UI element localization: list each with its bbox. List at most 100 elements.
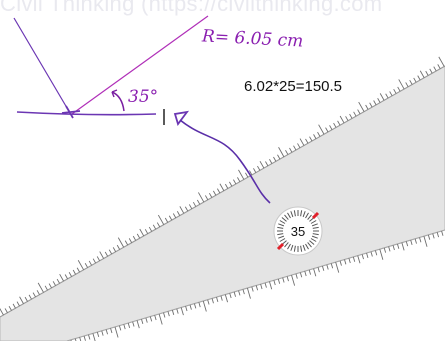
baseline — [16, 111, 157, 116]
ruler-tick — [233, 179, 237, 185]
ruler-tick — [339, 260, 342, 266]
ruler-tick — [64, 274, 68, 280]
ruler-tick — [176, 308, 179, 314]
ruler-tick — [278, 147, 285, 158]
ruler-tick — [326, 264, 329, 270]
ruler-tick — [92, 258, 97, 264]
ruler-tick — [345, 116, 349, 121]
ruler-tick — [88, 334, 91, 340]
ruler-tick — [128, 238, 133, 243]
ruler-tick — [385, 93, 389, 99]
ruler-tick — [88, 260, 93, 266]
ruler-tick — [438, 56, 445, 67]
dial-tick — [287, 243, 291, 250]
ruler-tick — [369, 102, 373, 108]
ruler-tick — [76, 267, 81, 273]
ruler-tick — [127, 322, 131, 328]
ruler-tick — [136, 320, 140, 329]
ruler-tick — [358, 101, 365, 112]
ruler-tick — [101, 330, 104, 336]
ruler-tick — [379, 93, 385, 101]
ruler-tick — [180, 307, 184, 316]
ruler-tick — [299, 138, 305, 146]
ruler-tick — [357, 255, 361, 264]
ruler-tick — [124, 240, 129, 246]
ruler-tick — [409, 79, 413, 85]
dial-tick — [305, 243, 309, 250]
ruler-tick — [141, 319, 144, 325]
ruler-tick — [313, 268, 317, 277]
watermark-text: Civil Thinking (https://civilthinking.co… — [0, 0, 383, 16]
protractor-dial[interactable]: 35 — [273, 206, 323, 256]
ruler[interactable] — [0, 56, 445, 341]
ruler-tick — [59, 273, 64, 282]
ruler-tick — [4, 308, 8, 313]
ruler-tick — [397, 86, 401, 92]
ruler-tick — [77, 260, 85, 271]
ruler-tick — [337, 120, 341, 126]
ruler-tick — [259, 160, 265, 169]
ruler-tick — [152, 224, 157, 230]
dial-tick — [310, 238, 317, 242]
ruler-tick — [220, 295, 223, 301]
ruler-tick — [299, 272, 303, 278]
ruler-tick — [84, 263, 89, 268]
ruler-tick — [339, 115, 345, 124]
ruler-tick — [361, 254, 364, 260]
pointer-curve — [179, 119, 271, 204]
ruler-tick — [139, 228, 145, 237]
ruler-tick — [253, 168, 257, 173]
dial-tick — [281, 217, 287, 222]
ruler-tick — [419, 70, 425, 78]
ruler-tick — [441, 230, 444, 236]
ruler-tick — [344, 259, 347, 265]
ruler-tick — [265, 161, 269, 167]
ruler-tick — [413, 77, 417, 83]
ruler-tick — [28, 294, 32, 300]
dial-tick — [290, 211, 294, 218]
ruler-tick — [216, 296, 219, 303]
ruler-tick — [37, 282, 44, 293]
ruler-tick — [357, 109, 361, 115]
ruler-tick — [237, 177, 241, 182]
dial-tick — [311, 235, 318, 239]
ruler-tick — [167, 311, 170, 317]
ruler-tick — [318, 124, 325, 135]
ruler-tick — [12, 303, 16, 309]
ruler-tick — [297, 143, 301, 149]
ruler-tick — [249, 170, 253, 176]
dial-tick — [287, 212, 291, 219]
ruler-tick — [353, 111, 357, 117]
dial-tick — [293, 210, 296, 217]
dial-tick — [311, 223, 318, 227]
dial-angle-readout: 35 — [291, 224, 305, 239]
ruler-tick — [168, 215, 173, 221]
ruler-tick — [349, 113, 353, 119]
ruler-tick — [352, 256, 356, 262]
dial-tick — [284, 214, 289, 220]
dial-tick — [284, 242, 289, 248]
ruler-tick — [419, 237, 422, 243]
ruler-tick — [176, 211, 181, 216]
ruler-tick — [224, 294, 229, 303]
ruler-tick — [44, 285, 48, 291]
ruler-tick — [99, 251, 105, 259]
dial-tick — [278, 235, 285, 239]
dial-tick — [300, 210, 303, 217]
ruler-tick — [193, 303, 197, 309]
ruler-tick — [433, 66, 437, 72]
ruler-tick — [392, 245, 395, 251]
ruler-tick — [24, 296, 28, 302]
ruler-tick — [204, 195, 209, 201]
ruler-tick — [202, 300, 207, 312]
dial-marker-bottom — [276, 242, 285, 251]
angle-arc — [111, 91, 125, 112]
ruler-tick — [198, 192, 205, 203]
dial-tick — [312, 226, 319, 229]
ruler-tick — [313, 134, 317, 139]
ruler-tick — [163, 312, 166, 318]
ruler-tick — [156, 222, 161, 228]
ruler-tick — [207, 299, 210, 305]
angle-annotation: 35° — [128, 87, 159, 107]
